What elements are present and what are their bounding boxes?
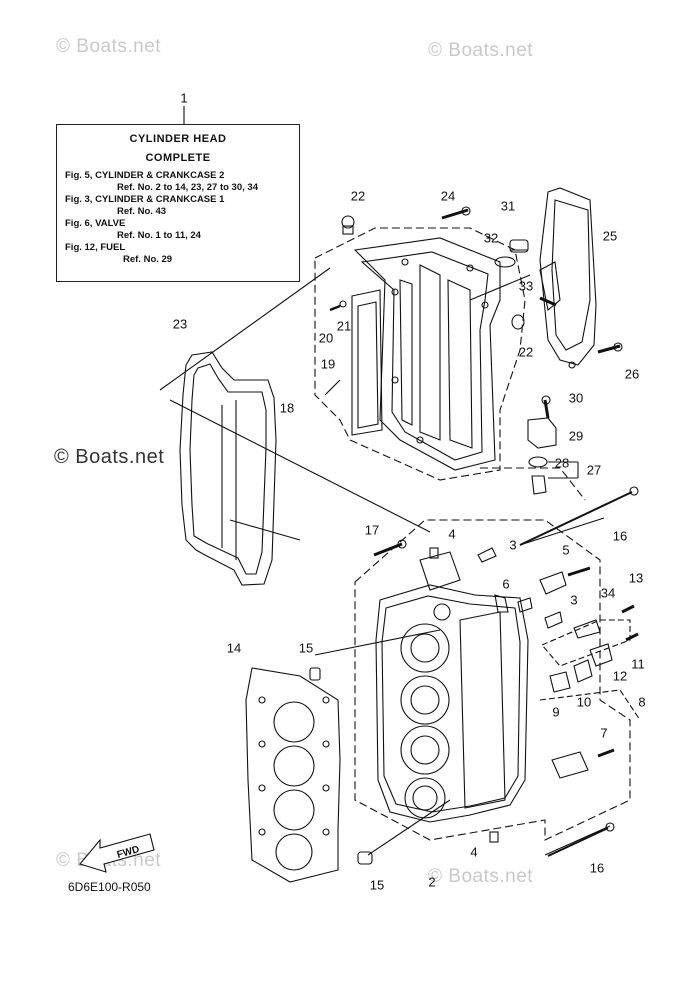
callout-7: 7	[600, 725, 608, 741]
cylinder-head-outline	[354, 519, 631, 841]
callout-26: 26	[624, 366, 640, 382]
ref-title-line1: CYLINDER HEAD	[129, 133, 227, 145]
diagram-code: 6D6E100-R050	[68, 880, 151, 894]
callout-16-bottom: 16	[589, 860, 605, 876]
ref-fig12-numbers: Ref. No. 29	[123, 254, 173, 265]
bolt-16-top	[519, 491, 633, 546]
callout-25: 25	[602, 228, 618, 244]
ref-fig6-numbers: Ref. No. 1 to 11, 24	[117, 230, 201, 241]
assembly-outlines	[314, 227, 631, 841]
ref-fig12: Fig. 12, FUEL	[65, 242, 126, 253]
leader-bolt-16-top	[519, 517, 605, 546]
callout-20: 20	[318, 330, 334, 346]
callout-3-top: 3	[509, 537, 517, 553]
gasket-23-outer	[179, 351, 277, 586]
callout-33: 33	[518, 278, 534, 294]
callout-31: 31	[500, 198, 516, 214]
callout-10: 10	[576, 694, 592, 710]
callout-12: 12	[612, 668, 628, 684]
callout-16-top: 16	[612, 528, 628, 544]
leader-bolt-16-bottom	[544, 825, 611, 856]
leader-dowel-bottom	[367, 799, 451, 856]
callout-22-right: 22	[518, 344, 534, 360]
callout-17: 17	[364, 522, 380, 538]
callout-11: 11	[631, 656, 645, 672]
callout-34: 34	[600, 585, 616, 601]
callout-3-mid: 3	[570, 592, 578, 608]
gasket-23-inner	[189, 363, 267, 575]
small-parts-lower	[309, 539, 591, 865]
callout-6: 6	[502, 576, 510, 592]
fwd-arrow-icon	[79, 833, 155, 873]
bolt-16-bottom-head	[605, 822, 615, 832]
small-parts-upper	[329, 206, 623, 419]
callout-18: 18	[279, 400, 295, 416]
callout-13: 13	[628, 570, 644, 586]
callout-4-top: 4	[448, 526, 456, 542]
sensor-29	[527, 417, 579, 495]
callout-8: 8	[638, 694, 646, 710]
bolt-16-bottom	[547, 827, 609, 857]
cover-plate-19	[351, 289, 383, 436]
callout-15-bottom: 15	[369, 877, 385, 893]
callout-14: 14	[226, 640, 242, 656]
callout-19: 19	[320, 356, 336, 372]
anode-outline	[480, 467, 586, 501]
callout-28: 28	[554, 455, 570, 471]
callout-15-top: 15	[298, 640, 314, 656]
leader-23-gasket	[229, 519, 301, 541]
leader-lines	[159, 267, 611, 856]
watermark-top-left: © Boats.net	[56, 36, 162, 57]
leader-gasket-top	[159, 267, 331, 391]
ref-fig3-numbers: Ref. No. 43	[117, 206, 167, 217]
ref-fig3: Fig. 3, CYLINDER & CRANKCASE 1	[65, 194, 225, 205]
callout-22-top: 22	[350, 188, 366, 204]
leader-gasket-bottom	[169, 399, 431, 533]
leader-18	[324, 379, 341, 396]
callout-21: 21	[336, 318, 352, 334]
cylinder-head-cover	[351, 237, 501, 471]
watermark-top-right: © Boats.net	[428, 40, 534, 61]
watermark-mid-left: © Boats.net	[54, 446, 165, 468]
callout-30: 30	[568, 390, 584, 406]
head-gasket-14	[245, 667, 341, 883]
bracket-25	[539, 187, 597, 369]
callout-1: 1	[180, 90, 188, 106]
callout-4-bottom: 4	[470, 844, 478, 860]
small-parts-right	[539, 604, 641, 779]
ref-title-line2: COMPLETE	[145, 152, 211, 164]
callout-29: 29	[568, 428, 584, 444]
leader-dowel-top	[314, 629, 441, 656]
callout-23: 23	[172, 316, 188, 332]
callout-9: 9	[552, 704, 560, 720]
callout-24: 24	[440, 188, 456, 204]
cylinder-head-2	[375, 551, 529, 823]
reference-box: CYLINDER HEAD COMPLETE Fig. 5, CYLINDER …	[56, 124, 300, 282]
cylinder-head-cover-outline	[314, 227, 526, 481]
ref-fig5: Fig. 5, CYLINDER & CRANKCASE 2	[65, 170, 225, 181]
callout-5: 5	[562, 542, 570, 558]
callout-27: 27	[586, 462, 602, 478]
callout-32: 32	[483, 230, 499, 246]
ref-fig5-numbers: Ref. No. 2 to 14, 23, 27 to 30, 34	[117, 182, 258, 193]
callout-2: 2	[428, 874, 436, 890]
bolt-16-top-head	[629, 486, 639, 496]
watermark-bottom-right: © Boats.net	[428, 866, 534, 887]
ref-fig6: Fig. 6, VALVE	[65, 218, 126, 229]
